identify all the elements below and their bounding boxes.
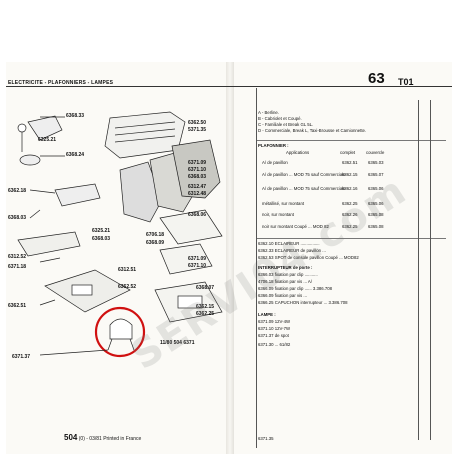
row-complet: 6362.16 [342, 186, 358, 191]
diagram-label: 6368.33 [66, 113, 85, 119]
part-line: 6362.10 ECLAIREUR ................ [258, 241, 320, 246]
part-line: 6366.03 fixation par clip ........... [258, 272, 318, 277]
part-line: 6366.09 fixation par clip ...... 3.386.7… [258, 286, 333, 291]
section-title: ELECTRICITE - PLAFONNIERS - LAMPES [8, 80, 114, 86]
footer: 504 (0) - 03/81 Printed in France [64, 433, 141, 442]
page-number: 63 [368, 70, 385, 87]
footer-page: 504 [64, 433, 78, 442]
diagram-label: 6368.03 [8, 215, 27, 221]
diagram-label: 6368.09 [146, 240, 165, 246]
diagram-label: 6362.50 [188, 120, 207, 126]
diagram-label: 6312.48 [188, 191, 207, 197]
spot-lens-3 [171, 139, 221, 199]
row-complet: 6362.25 [342, 224, 358, 229]
row-app: noir, sur montant [262, 212, 295, 217]
row-app: A/ de pavillon ... MOD 75 sauf Commercia… [262, 172, 346, 177]
row-app: métallisé, sur montant [262, 201, 305, 206]
table-mid-rule [256, 238, 446, 239]
page-code: T01 [398, 77, 414, 87]
diagram-label: 5371.35 [188, 127, 207, 133]
part-line: 6362.53 SPOT de console pavillon Coupé .… [258, 255, 359, 260]
part-line: 6371.30 ... 61/82 [258, 342, 291, 347]
col-header: complet [340, 150, 356, 155]
row-app: A/ de pavillon ... MOD 75 sauf Commercia… [262, 186, 346, 191]
part-line: 4706.18 fixation par vis ... A/ [258, 279, 312, 284]
part-line: 6366.25 CAPUCHON interrupteur ... 3.386.… [258, 300, 348, 305]
diagram-label: 6312.51 [118, 267, 137, 273]
oval-cover [17, 231, 81, 257]
row-app: noir sur montant Coupé ... MOD 82 [262, 224, 329, 229]
diagram-label: 6368.03 [92, 236, 111, 242]
part-line: LAMPE : [258, 312, 276, 317]
row-couv: 6365.03 [368, 160, 384, 165]
diagram-label: 6312.47 [188, 184, 207, 190]
row-couv: 6365.06 [368, 186, 384, 191]
part-line: 6371.09 12V-4W [258, 319, 291, 324]
table-section: PLAFONNIER : [258, 143, 289, 148]
part-line: 6371.37 de spot [258, 333, 289, 338]
left-table-rule [256, 88, 257, 448]
diagram-label: 6371.37 [12, 354, 31, 360]
diagram-label: 6325.21 [38, 137, 57, 143]
legend-line: C - Familiale et Break GL 5L. [258, 122, 314, 127]
part-line: 6362.33 ECLAIREUR de pavillon ... [258, 248, 326, 253]
table-top-rule [256, 140, 446, 141]
col-header: Applications [286, 150, 310, 155]
row-app: A/ de pavillon [262, 160, 288, 165]
highlighted-part-circle [94, 306, 146, 358]
row-couv: 6365.07 [368, 172, 384, 177]
legend-line: B - Cabriolet et Coupé. [258, 116, 302, 121]
diagram-label: 6706.18 [146, 232, 165, 238]
diagram-label: 6325.21 [92, 228, 111, 234]
diagram-label: 6362.52 [118, 284, 137, 290]
row-couv: 6365.08 [368, 224, 384, 229]
qty-column-rule [418, 100, 419, 440]
book-spine [226, 62, 234, 454]
spot-lens-1 [119, 161, 163, 223]
legend-line: D - Commerciale, Break L, Taxi-Brousse e… [258, 128, 367, 133]
row-complet: 6362.25 [342, 201, 358, 206]
part-line: 6371.35 [258, 436, 274, 441]
qty-column-rule [430, 100, 431, 440]
rect-lamp-housing [54, 183, 101, 207]
diagram-label: 6371.10 [188, 263, 207, 269]
part-line: 6371.10 12V-7W [258, 326, 291, 331]
part-line: INTERRUPTEUR de porte : [258, 265, 313, 270]
diagram-label: 6368.03 [188, 174, 207, 180]
diagram-label: 6371.10 [188, 167, 207, 173]
row-complet: 6362.15 [342, 172, 358, 177]
diagram-label: 6368.24 [66, 152, 85, 158]
row-complet: 6362.51 [342, 160, 358, 165]
row-couv: 6365.06 [368, 201, 384, 206]
header-rule [6, 86, 452, 87]
diagram-label: 6362.51 [8, 303, 27, 309]
diagram-label: 6362.18 [8, 188, 27, 194]
legend-line: A - Berline. [258, 110, 280, 115]
diagram-label: 6362.25 [196, 311, 215, 317]
diagram-label: 6371.09 [188, 256, 207, 262]
row-couv: 6365.08 [368, 212, 384, 217]
cover-plate [159, 209, 223, 245]
row-complet: 6362.26 [342, 212, 358, 217]
diagram-label: 6368.07 [196, 285, 215, 291]
diagram-label: 6371.09 [188, 160, 207, 166]
small-switch [27, 115, 63, 141]
col-header: couvercle [366, 150, 385, 155]
footer-printed: (0) - 03/81 Printed in France [78, 436, 142, 442]
diagram-label: 6371.18 [8, 264, 27, 270]
diagram-label: 6312.52 [8, 254, 27, 260]
diagram-label: 6368.06 [188, 212, 207, 218]
part-line: 6366.09 fixation par vis ... [258, 293, 307, 298]
diagram-label: 6362.15 [196, 304, 215, 310]
diagram-label: 11/80 504 6371 [160, 340, 195, 346]
